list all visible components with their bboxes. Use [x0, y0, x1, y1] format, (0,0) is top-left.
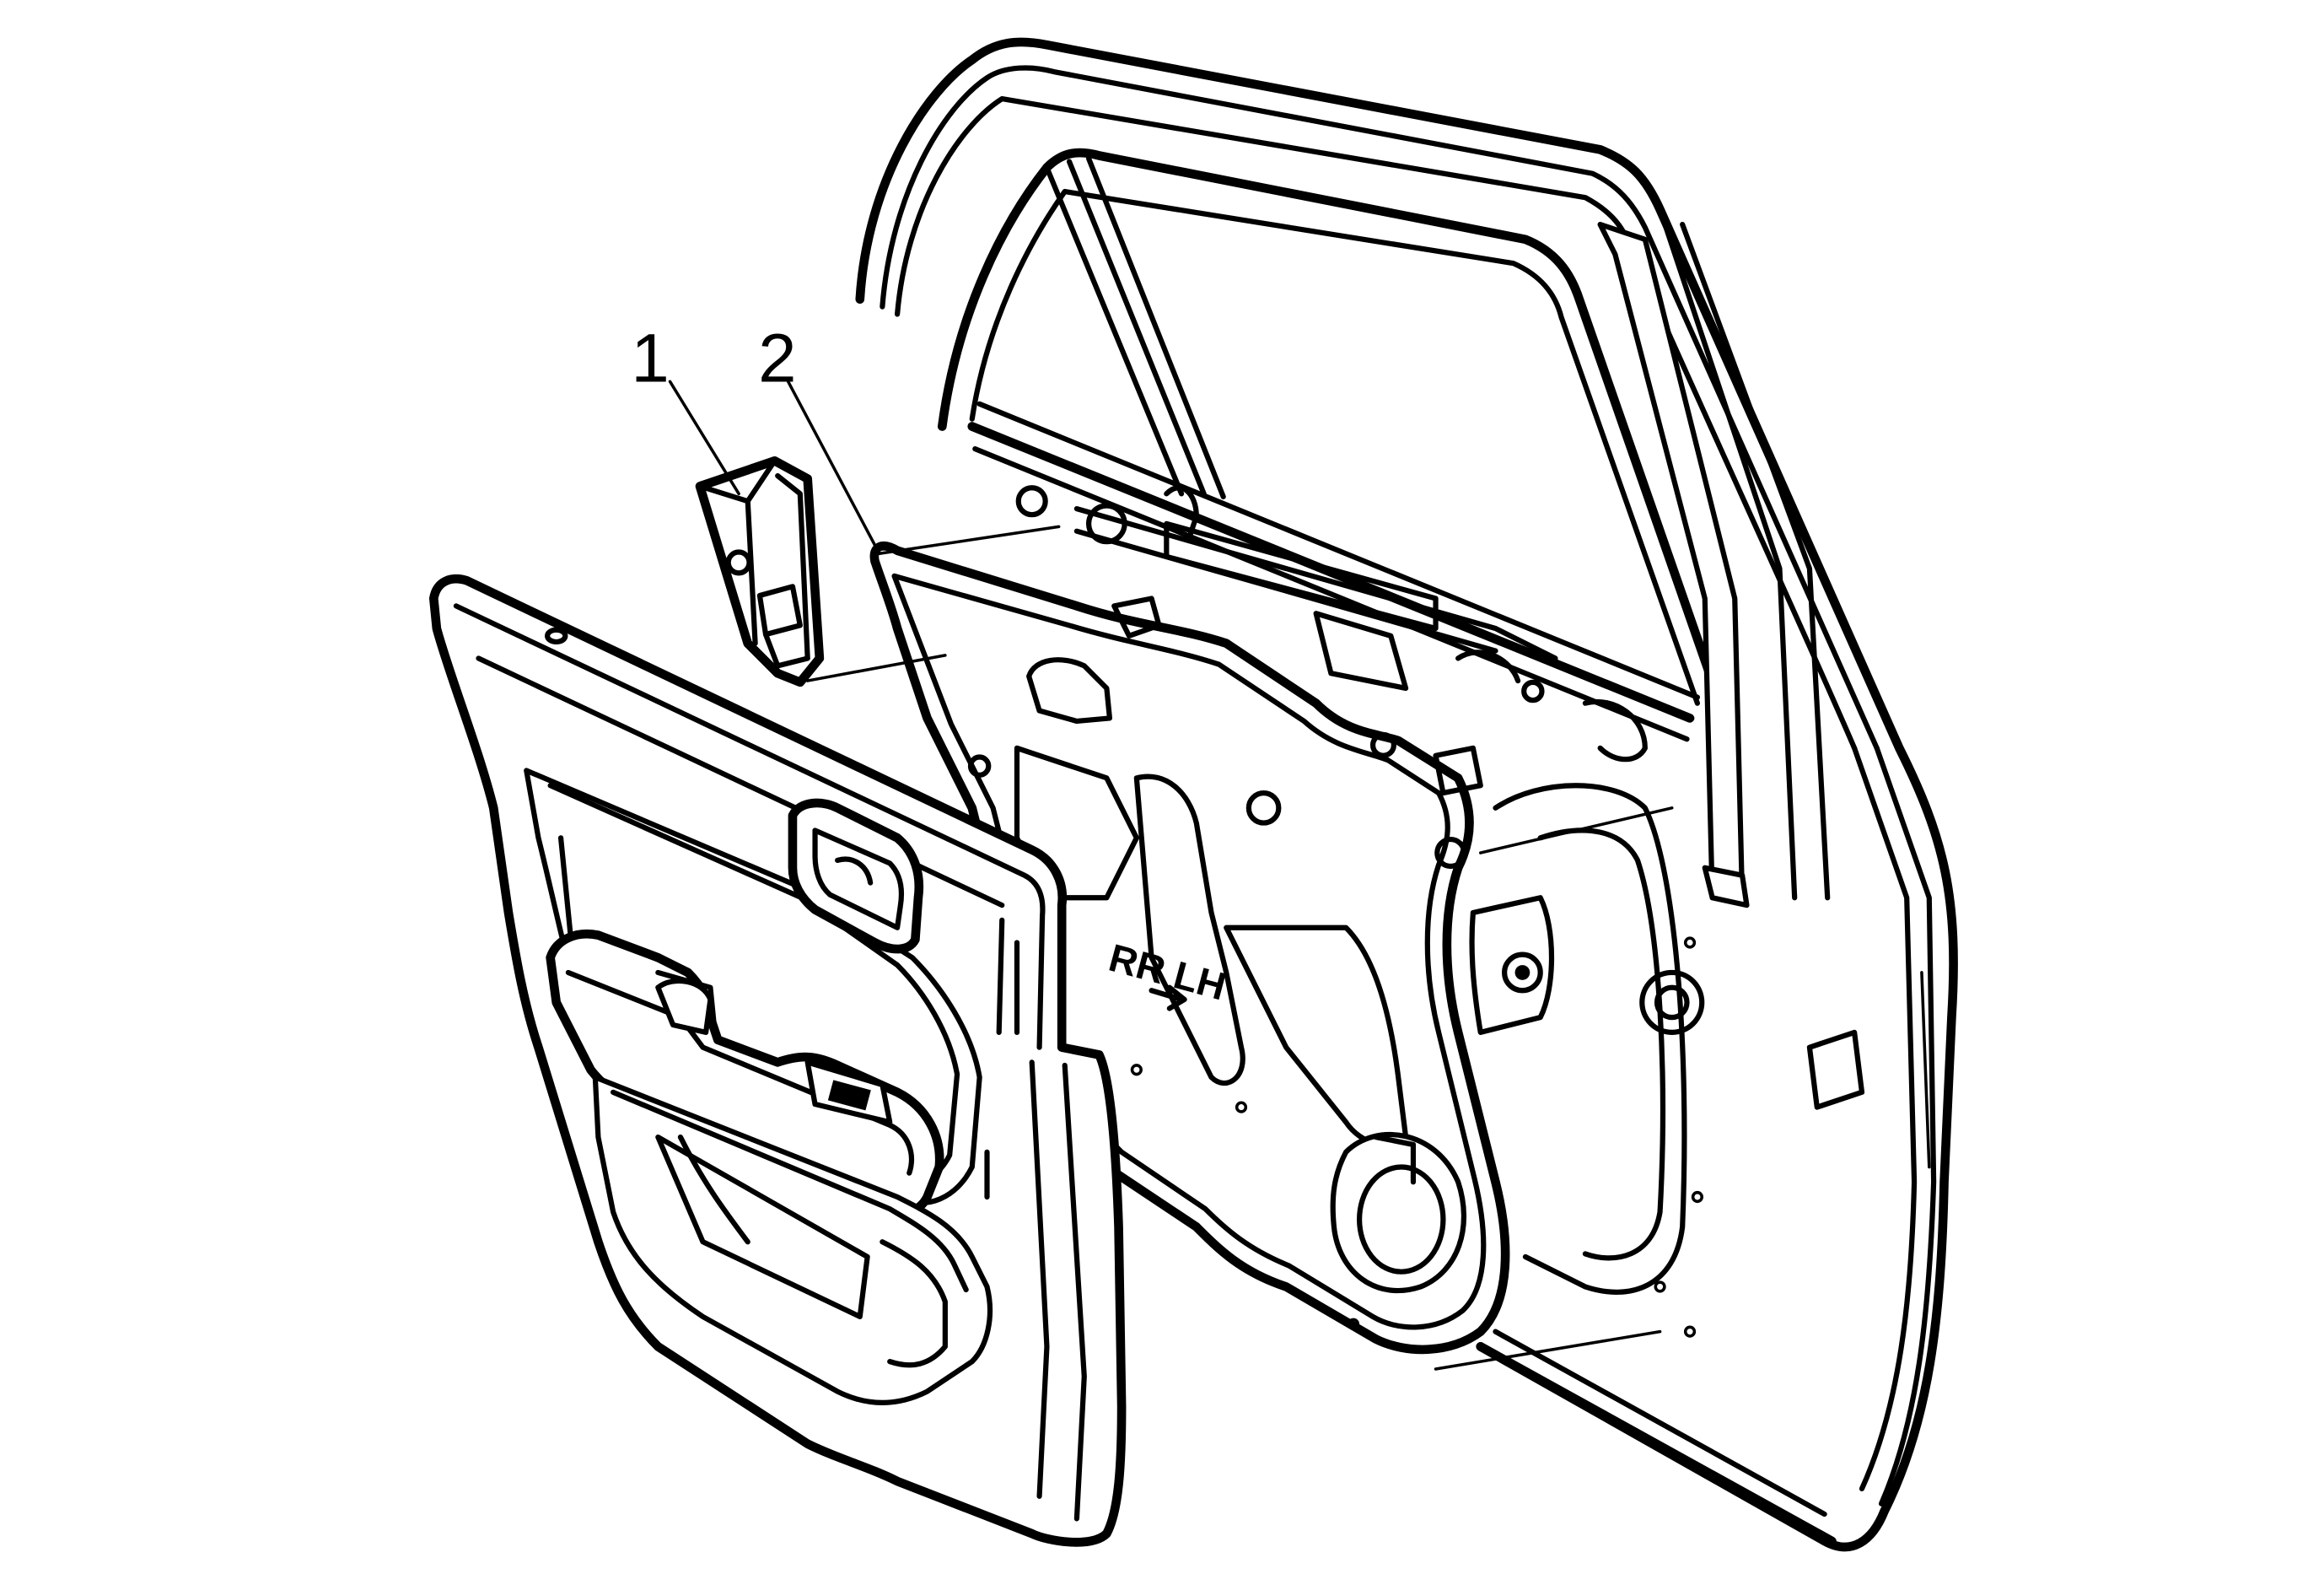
switch-bracket: [695, 455, 825, 687]
leader-line-2-d: [1434, 1329, 1662, 1371]
callout-2: 2: [758, 320, 796, 396]
leader-line-2-a: [878, 525, 1061, 556]
leader-line-2-b: [805, 654, 947, 682]
leader-line-2-c: [1478, 806, 1674, 854]
callouts: 1 2: [631, 320, 796, 396]
door-trim-panel: [428, 574, 1127, 1547]
callout-1: 1: [631, 320, 669, 396]
leader-lines: [668, 380, 1674, 1371]
leader-line-1: [668, 380, 740, 496]
door-frame: [855, 37, 1958, 1552]
window-regulator: [1015, 485, 1648, 763]
leader-line-2-origin: [786, 380, 881, 556]
